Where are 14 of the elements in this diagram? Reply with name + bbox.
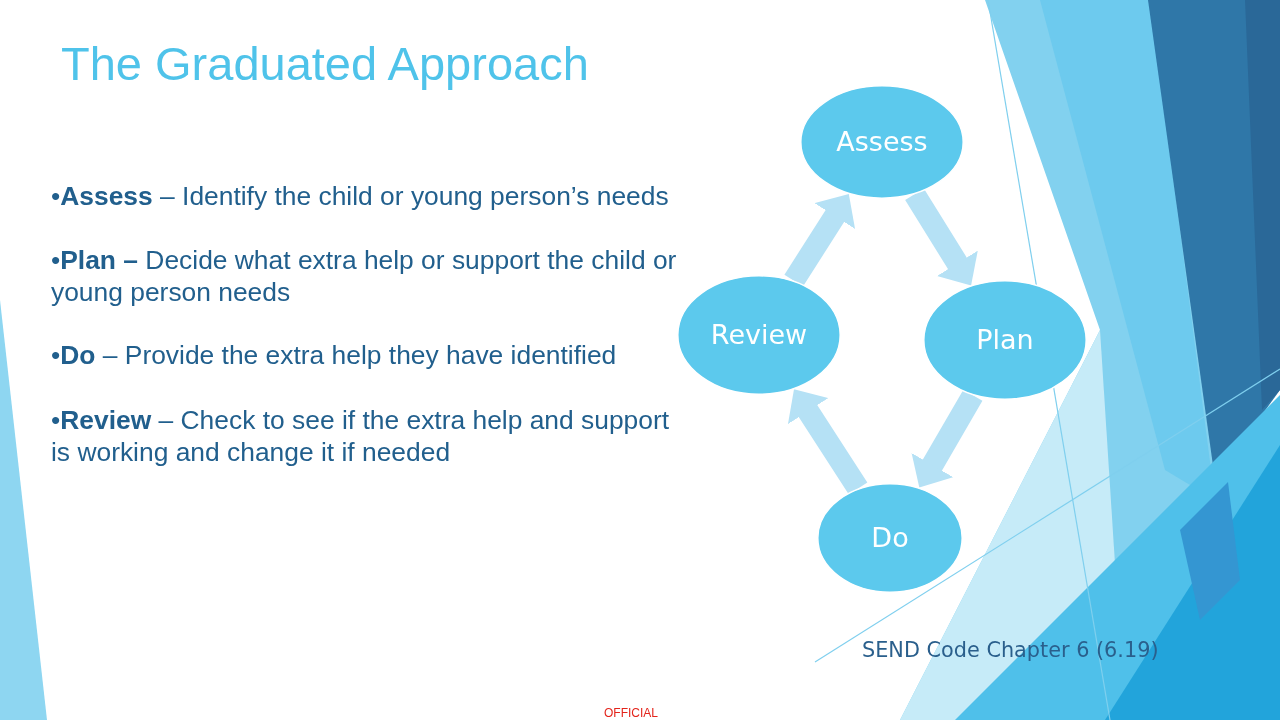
bullet-point-text: •Plan – Decide what extra help or support the child or young person needs: [51, 244, 678, 308]
node-label: Review: [710, 319, 808, 351]
bullet-point-text: •Do – Provide the extra help they have identified: [51, 339, 617, 371]
process-ellipse: [677, 275, 841, 395]
node-label: Do: [871, 522, 909, 554]
node-label: Assess: [836, 126, 928, 158]
slide-title: The Graduated Approach: [61, 36, 589, 92]
process-ellipse: [817, 483, 963, 593]
process-ellipse: [923, 280, 1087, 400]
classification-marking: OFFICIAL: [604, 706, 658, 720]
bullet-point-text: •Review – Check to see if the extra help and support is working and change it if needed: [51, 404, 671, 468]
process-ellipse: [800, 85, 964, 199]
node-label: Plan: [976, 324, 1034, 356]
bullet-point-text: •Assess – Identify the child or young person’s needs: [51, 180, 669, 212]
